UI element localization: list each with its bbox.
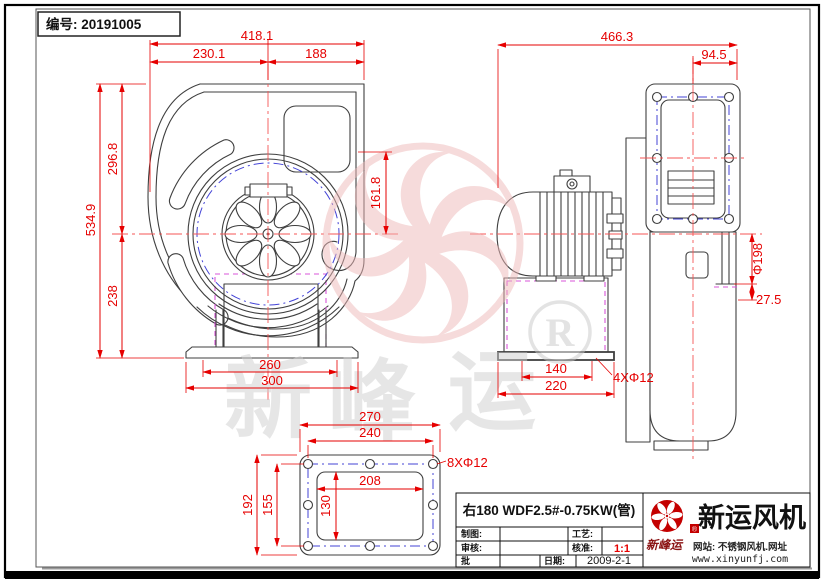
flange-bolt-holes <box>302 458 439 552</box>
casing-slot-lower <box>167 253 229 326</box>
dim-inlet-diameter: Φ198 <box>750 243 765 275</box>
side-view-dimensions: 466.3 94.5 Φ198 27.5 140 220 4XΦ12 <box>497 29 781 398</box>
base-foot <box>185 346 359 359</box>
dim-overall-height: 534.9 <box>83 204 98 237</box>
flange-opening <box>316 471 424 541</box>
dim-base-width: 300 <box>261 373 283 388</box>
dim-overall-length: 466.3 <box>601 29 634 44</box>
brand-logo: ® 新峰运 <box>646 500 699 552</box>
ratify-label: 核准: <box>572 542 593 553</box>
flange-view-dimensions: 270 240 208 130 155 192 8XΦ12 <box>240 409 488 556</box>
casing-slot-upper <box>168 139 235 210</box>
title-block: 右180 WDF2.5#-0.75KW(管) 制图: 工艺: 审核: 核准: 1… <box>455 492 644 568</box>
side-view <box>470 58 762 462</box>
front-view-dimensions: 418.1 230.1 188 534.9 296.8 238 161.8 26… <box>83 28 392 393</box>
dim-left-to-center: 230.1 <box>193 46 226 61</box>
date-value: 2009-2-1 <box>587 555 631 567</box>
shaft-clamp <box>249 183 288 198</box>
doc-number: 编号: 20191005 <box>46 16 142 32</box>
doc-number-box <box>37 11 181 37</box>
dim-center-to-top: 296.8 <box>105 143 120 176</box>
dim-outer-width: 270 <box>359 409 381 424</box>
flange-hole-note: 8XΦ12 <box>447 455 488 470</box>
brand-site: 网站: 不锈钢风机.网址 <box>693 541 787 553</box>
dim-foot-hole-span: 260 <box>259 357 281 372</box>
watermark-char: 新 <box>224 350 312 449</box>
watermark-r: R <box>546 310 576 355</box>
logo-reg-square <box>690 524 699 533</box>
approve-label: 批 <box>461 555 470 566</box>
front-motor-pedestal <box>185 273 359 359</box>
logo-slogan: 新峰运 <box>646 538 684 552</box>
dim-opening-height: 130 <box>318 495 333 517</box>
dim-base-length: 220 <box>545 378 567 393</box>
dim-foot-hole-span: 140 <box>545 361 567 376</box>
inlet-collar <box>714 231 739 288</box>
flange-bolt-holes <box>651 91 735 225</box>
date-label: 日期: <box>544 555 565 566</box>
base-hole-note: 4XΦ12 <box>613 370 654 385</box>
dim-overall-width: 418.1 <box>241 28 274 43</box>
brand-name: 新运风机 <box>698 502 806 533</box>
dim-center-to-right: 188 <box>305 46 327 61</box>
bearing-cover <box>685 251 709 279</box>
watermark-flower <box>322 142 524 344</box>
watermark-char: 运 <box>448 342 536 441</box>
checked-label: 审核: <box>461 542 482 553</box>
dim-flange-half-width: 94.5 <box>701 47 726 62</box>
scale-value: 1:1 <box>614 543 630 555</box>
drawn-label: 制图: <box>461 528 482 539</box>
watermark-registered-mark: R <box>528 300 592 364</box>
logo-reg-mark: ® <box>692 526 698 534</box>
dim-outlet-height: 161.8 <box>368 177 383 210</box>
dim-bolt-span-width: 240 <box>359 425 381 440</box>
brand-box: ® 新峰运 新运风机 网站: 不锈钢风机.网址 www.xinyunfj.com <box>642 492 811 568</box>
dim-opening-width: 208 <box>359 473 381 488</box>
terminal-box <box>553 175 591 193</box>
dim-outer-height: 192 <box>240 494 255 516</box>
brand-url: www.xinyunfj.com <box>692 554 788 565</box>
process-label: 工艺: <box>572 528 593 539</box>
dim-center-to-base: 238 <box>105 285 120 307</box>
dim-bolt-span-height: 155 <box>260 494 275 516</box>
scroll-foot <box>653 440 709 451</box>
product-title: 右180 WDF2.5#-0.75KW(管) <box>463 502 636 518</box>
watermark-char: 峰 <box>328 352 416 451</box>
dim-collar-to-edge: 27.5 <box>756 292 781 307</box>
casing-window <box>283 105 351 173</box>
